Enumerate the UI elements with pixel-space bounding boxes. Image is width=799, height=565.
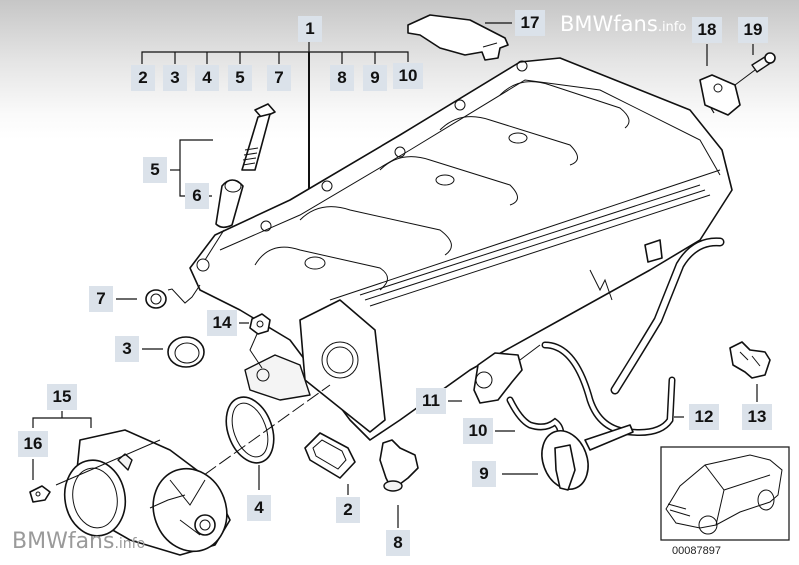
clip-drawing bbox=[729, 341, 771, 402]
sleeve-drawing bbox=[204, 179, 244, 261]
callout-text: 2 bbox=[138, 68, 148, 87]
callout-2-gasket[interactable]: 2 bbox=[336, 497, 360, 523]
callout-11[interactable]: 11 bbox=[416, 388, 446, 414]
callout-text: 16 bbox=[23, 434, 43, 453]
callout-7[interactable]: 7 bbox=[267, 65, 291, 91]
callout-text: 15 bbox=[52, 387, 72, 406]
small-parts-left bbox=[116, 284, 271, 369]
callout-text: 7 bbox=[96, 289, 106, 308]
callout-text: 4 bbox=[254, 498, 264, 517]
callout-17[interactable]: 17 bbox=[515, 10, 545, 36]
callout-18[interactable]: 18 bbox=[692, 17, 722, 43]
callout-7-cap[interactable]: 7 bbox=[89, 286, 113, 312]
callout-6[interactable]: 6 bbox=[185, 183, 209, 209]
valve-drawing bbox=[448, 344, 541, 404]
callout-16[interactable]: 16 bbox=[18, 431, 48, 457]
callout-text: 7 bbox=[274, 68, 284, 87]
callout-4-seal[interactable]: 4 bbox=[247, 495, 271, 521]
actuator-drawing bbox=[502, 424, 634, 491]
hose-drawing bbox=[495, 237, 725, 444]
callout-text: 5 bbox=[150, 160, 160, 179]
callout-12[interactable]: 12 bbox=[689, 404, 719, 430]
connector-drawing bbox=[379, 439, 419, 528]
callout-19[interactable]: 19 bbox=[738, 17, 768, 43]
callout-text: 18 bbox=[697, 20, 717, 39]
callout-8-connector[interactable]: 8 bbox=[386, 530, 410, 556]
callout-text: 12 bbox=[694, 407, 714, 426]
watermark-brand: BMWfans bbox=[12, 529, 115, 554]
callout-13[interactable]: 13 bbox=[742, 404, 772, 430]
watermark-suffix: .info bbox=[114, 536, 146, 552]
callout-3-ring[interactable]: 3 bbox=[115, 336, 139, 362]
callout-15[interactable]: 15 bbox=[47, 384, 77, 410]
callout-text: 13 bbox=[747, 407, 767, 426]
car-thumbnail bbox=[660, 446, 790, 541]
callout-text: 3 bbox=[122, 339, 132, 358]
watermark-suffix: .info bbox=[657, 20, 687, 35]
callout-text: 8 bbox=[337, 68, 347, 87]
callout-text: 1 bbox=[305, 19, 315, 38]
callout-text: 5 bbox=[235, 68, 245, 87]
callout-text: 9 bbox=[370, 68, 380, 87]
gasket-drawing bbox=[304, 432, 356, 495]
callout-text: 11 bbox=[422, 391, 440, 410]
callout-9[interactable]: 9 bbox=[363, 65, 387, 91]
watermark-top: BMWfans.info bbox=[560, 12, 686, 40]
callout-5[interactable]: 5 bbox=[228, 65, 252, 91]
intake-manifold-drawing bbox=[189, 57, 733, 441]
callout-text: 10 bbox=[398, 66, 418, 85]
callout-4[interactable]: 4 bbox=[195, 65, 219, 91]
cover-drawing bbox=[407, 14, 512, 61]
callout-text: 19 bbox=[743, 20, 763, 39]
callout-text: 14 bbox=[212, 313, 232, 332]
callout-text: 2 bbox=[343, 500, 353, 519]
callout-text: 6 bbox=[192, 186, 202, 205]
bolt-drawing bbox=[241, 103, 276, 171]
callout-text: 8 bbox=[393, 533, 403, 552]
callout-1[interactable]: 1 bbox=[298, 16, 322, 42]
callout-3[interactable]: 3 bbox=[163, 65, 187, 91]
callout-10-hose[interactable]: 10 bbox=[463, 418, 493, 444]
callout-text: 9 bbox=[479, 464, 489, 483]
watermark-brand: BMWfans bbox=[560, 12, 658, 36]
callout-text: 10 bbox=[468, 421, 488, 440]
watermark-bottom: BMWfans.info bbox=[12, 530, 145, 556]
callout-5-bolt[interactable]: 5 bbox=[143, 157, 167, 183]
callout-10[interactable]: 10 bbox=[393, 63, 423, 89]
callout-9-actuator[interactable]: 9 bbox=[472, 461, 496, 487]
callout-14[interactable]: 14 bbox=[207, 310, 237, 336]
callout-2[interactable]: 2 bbox=[131, 65, 155, 91]
callout-text: 3 bbox=[170, 68, 180, 87]
bracket-screw-drawing bbox=[699, 44, 776, 116]
callout-text: 17 bbox=[520, 13, 540, 32]
throttle-housing-drawing bbox=[29, 411, 231, 556]
callout-8[interactable]: 8 bbox=[330, 65, 354, 91]
callout-text: 4 bbox=[202, 68, 212, 87]
seal-ring-drawing bbox=[189, 384, 331, 490]
catalog-number: 00087897 bbox=[672, 545, 721, 557]
